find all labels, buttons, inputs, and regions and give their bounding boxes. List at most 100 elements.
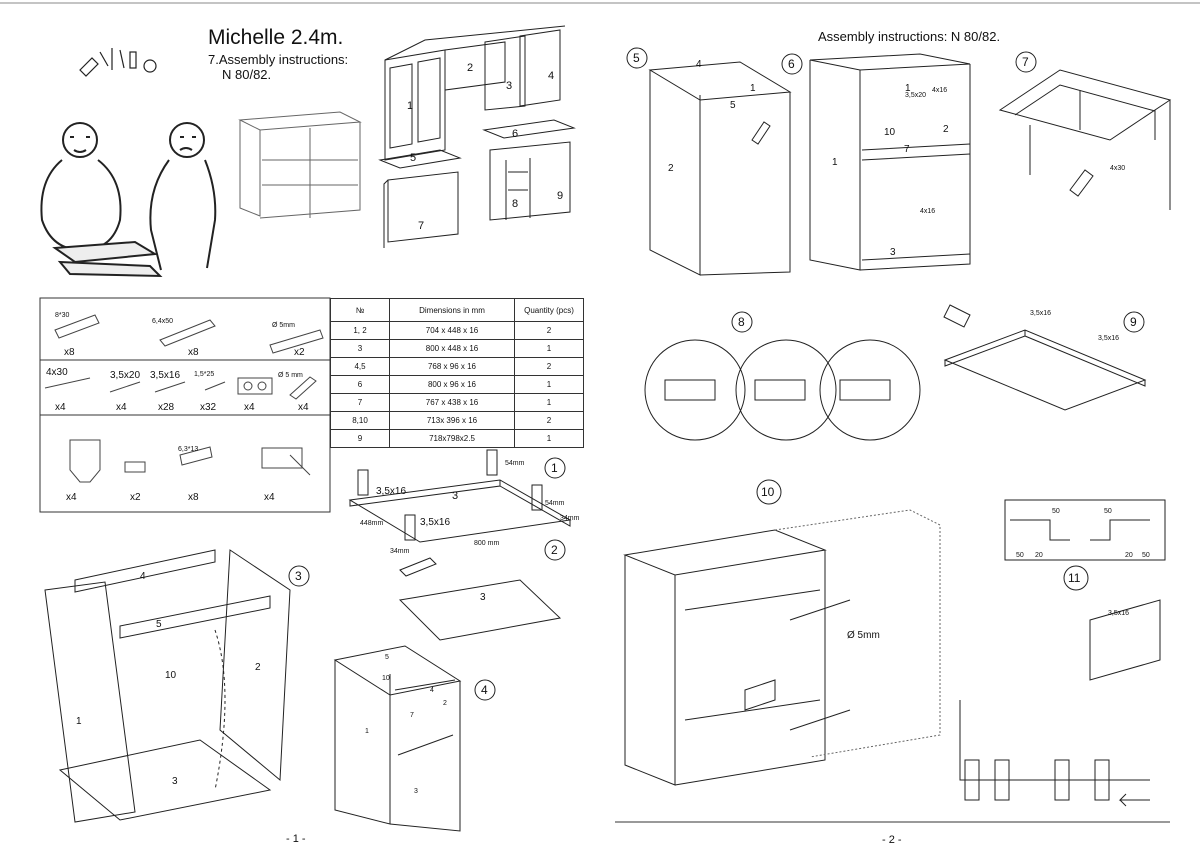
left-title: Michelle 2.4m. bbox=[208, 26, 344, 49]
table-header-row: № Dimensions in mm Quantity (pcs) bbox=[330, 298, 584, 322]
panel-label: 2 bbox=[255, 662, 261, 673]
hw-spec: 3,5x16 bbox=[150, 370, 181, 381]
table-cell: 1 bbox=[514, 393, 584, 412]
dim-label: 50 bbox=[1142, 552, 1150, 559]
table-cell: 1 bbox=[514, 339, 584, 358]
cabinet-label-5: 5 bbox=[410, 152, 417, 164]
step-7-drawing bbox=[998, 69, 1172, 210]
hw-qty: x32 bbox=[200, 402, 217, 413]
table-cell: 704 x 448 x 16 bbox=[389, 321, 515, 340]
right-title: Assembly instructions: N 80/82. bbox=[818, 29, 1001, 44]
step-3-drawing bbox=[44, 549, 291, 823]
cabinet-label-7: 7 bbox=[418, 220, 425, 232]
step-number: 10 bbox=[761, 485, 775, 499]
table-cell: 800 x 96 x 16 bbox=[389, 375, 515, 394]
panel-label: 2 bbox=[943, 124, 949, 135]
hw-qty: x2 bbox=[294, 347, 305, 358]
panel-label: 1 bbox=[832, 157, 838, 168]
table-cell: 2 bbox=[514, 411, 584, 430]
cabinet-label-4: 4 bbox=[548, 70, 555, 82]
table-cell: 800 x 448 x 16 bbox=[389, 339, 515, 358]
screw-label: 3,5x20 bbox=[905, 92, 927, 99]
hw-spec: Ø 5 mm bbox=[278, 372, 303, 379]
panel-label: 2 bbox=[668, 163, 674, 174]
hw-qty: x4 bbox=[55, 402, 66, 413]
dim-label: 54mm bbox=[545, 500, 565, 507]
cabinet-label-8: 8 bbox=[512, 198, 519, 210]
hw-spec: Ø 5mm bbox=[272, 322, 295, 329]
cabinet-label-1: 1 bbox=[407, 100, 414, 112]
screw-label: 4x16 bbox=[932, 87, 948, 94]
screw-label: 3,5x16 bbox=[1030, 310, 1052, 317]
hardware-drawings bbox=[44, 314, 324, 483]
table-cell: 1, 2 bbox=[330, 321, 390, 340]
dim-label: 20 bbox=[1125, 552, 1133, 559]
table-cell: 3 bbox=[330, 339, 390, 358]
panel-label: 10 bbox=[884, 127, 896, 138]
step-2-drawing bbox=[398, 557, 562, 641]
hw-qty: x8 bbox=[64, 347, 75, 358]
dim-label: 50 bbox=[1104, 508, 1112, 515]
step-8-drawing bbox=[644, 339, 921, 441]
table-cell: 4,5 bbox=[330, 357, 390, 376]
table-cell: 2 bbox=[514, 321, 584, 340]
dim-label: 800 mm bbox=[474, 540, 500, 547]
cabinet-label-2: 2 bbox=[467, 62, 474, 74]
panel-label: 5 bbox=[385, 654, 389, 661]
table-cell: 6 bbox=[330, 375, 390, 394]
screw-label: 3,5x16 bbox=[376, 486, 407, 497]
screw-label: 4x30 bbox=[1110, 165, 1126, 172]
hw-spec: 6,4x50 bbox=[152, 318, 174, 325]
step-number: 2 bbox=[551, 543, 558, 557]
table-cell: 9 bbox=[330, 429, 390, 448]
cabinet-label-9: 9 bbox=[557, 190, 564, 202]
page-number: - 2 - bbox=[882, 834, 902, 846]
dim-label: 50 bbox=[1052, 508, 1060, 515]
panel-label: 1 bbox=[750, 83, 756, 94]
step-1-drawing bbox=[348, 449, 572, 543]
screw-label: 4x16 bbox=[920, 208, 936, 215]
two-people-illustration bbox=[40, 122, 217, 278]
step-circles bbox=[288, 47, 1145, 701]
column-header: № bbox=[330, 298, 390, 322]
hw-spec: 3,5x20 bbox=[110, 370, 141, 381]
step-6-drawing bbox=[809, 53, 971, 271]
step-9-drawing bbox=[943, 304, 1147, 411]
dim-label: 448mm bbox=[360, 520, 384, 527]
panel-label: 10 bbox=[382, 675, 390, 682]
step-number: 5 bbox=[633, 51, 640, 65]
step-number: 6 bbox=[788, 57, 795, 71]
cabinet-label-3: 3 bbox=[506, 80, 513, 92]
hole-label: Ø 5mm bbox=[847, 630, 880, 641]
table-cell: 718x798x2.5 bbox=[389, 429, 515, 448]
panel-label: 10 bbox=[165, 670, 177, 681]
panel-label: 1 bbox=[905, 83, 911, 94]
panel-label: 3 bbox=[172, 776, 178, 787]
step-number: 4 bbox=[481, 683, 488, 697]
step-number: 1 bbox=[551, 461, 558, 475]
hw-qty: x4 bbox=[244, 402, 255, 413]
cabinet-label-6: 6 bbox=[512, 128, 519, 140]
step-10-drawing bbox=[623, 509, 941, 786]
panel-label: 4 bbox=[430, 687, 434, 694]
screw-label: 3,5x16 bbox=[420, 517, 451, 528]
step-number: 8 bbox=[738, 315, 745, 329]
panel-label: 2 bbox=[443, 700, 447, 707]
step-4-drawing bbox=[333, 645, 462, 832]
dim-label: 20 bbox=[1035, 552, 1043, 559]
step-number: 11 bbox=[1068, 571, 1081, 585]
panel-label: 7 bbox=[904, 144, 910, 155]
panel-label: 5 bbox=[156, 619, 162, 630]
hw-qty: x4 bbox=[298, 402, 309, 413]
panel-label: 1 bbox=[76, 716, 82, 727]
panel-label: 7 bbox=[410, 712, 414, 719]
panel-label: 1 bbox=[365, 728, 369, 735]
dim-label: 54mm bbox=[505, 460, 525, 467]
column-header: Quantity (pcs) bbox=[514, 298, 584, 322]
